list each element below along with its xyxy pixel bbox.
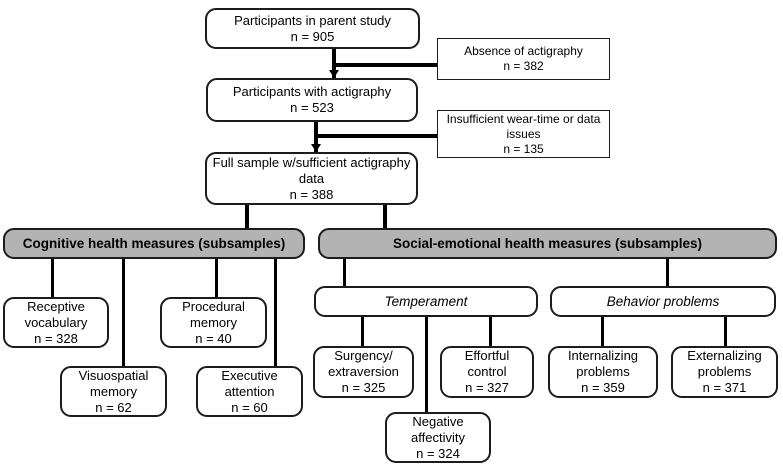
- node-insufficient-wear-time: Insufficient wear-time or data issues n …: [437, 110, 610, 158]
- node-n: n = 382: [503, 59, 544, 73]
- header-social-emotional-measures: Social-emotional health measures (subsam…: [318, 228, 777, 259]
- node-n: n = 62: [95, 399, 132, 415]
- connector-line: [332, 46, 336, 78]
- connector-line: [666, 258, 669, 287]
- connector-line: [343, 258, 346, 287]
- node-negative-affectivity: Negative affectivity n = 324: [385, 412, 491, 463]
- node-parent-study: Participants in parent study n = 905: [205, 8, 420, 49]
- node-label: Internalizing problems: [567, 348, 639, 379]
- node-internalizing-problems: Internalizing problems n = 359: [548, 346, 658, 398]
- node-label: Full sample w/sufficient actigraphy data: [212, 154, 411, 186]
- node-n: n = 523: [290, 100, 334, 115]
- node-label: Surgency/ extraversion: [328, 348, 399, 379]
- node-n: n = 325: [341, 380, 386, 395]
- connector-line: [274, 258, 277, 367]
- connector-line: [724, 316, 727, 347]
- node-n: n = 359: [581, 380, 625, 395]
- header-label: Cognitive health measures (subsamples): [22, 235, 286, 251]
- arrowhead-down-icon: [329, 70, 339, 78]
- node-label: Visuospatial memory: [78, 367, 149, 399]
- header-label: Temperament: [384, 293, 468, 309]
- header-behavior-problems: Behavior problems: [550, 286, 776, 317]
- connector-line: [601, 316, 604, 347]
- node-executive-attention: Executive attention n = 60: [196, 366, 303, 417]
- node-full-sample: Full sample w/sufficient actigraphy data…: [205, 152, 418, 205]
- node-n: n = 135: [503, 141, 544, 156]
- connector-line: [425, 316, 428, 413]
- arrowhead-down-icon: [311, 144, 321, 152]
- node-label: Participants with actigraphy: [232, 84, 392, 99]
- node-procedural-memory: Procedural memory n = 40: [160, 297, 267, 348]
- node-label: Participants in parent study: [234, 12, 391, 28]
- header-cognitive-measures: Cognitive health measures (subsamples): [3, 228, 305, 259]
- connector-line: [122, 258, 125, 367]
- node-n: n = 371: [702, 380, 747, 395]
- connector-line: [489, 316, 492, 347]
- node-label: Externalizing problems: [687, 348, 762, 379]
- connector-line: [215, 258, 218, 298]
- node-externalizing-problems: Externalizing problems n = 371: [671, 346, 778, 398]
- node-label: Effortful control: [464, 348, 510, 379]
- node-receptive-vocabulary: Receptive vocabulary n = 328: [3, 297, 109, 348]
- node-n: n = 327: [465, 380, 509, 395]
- connector-line: [316, 134, 437, 138]
- header-temperament: Temperament: [314, 286, 538, 317]
- node-label: Insufficient wear-time or data issues: [446, 111, 601, 141]
- node-with-actigraphy: Participants with actigraphy n = 523: [206, 78, 418, 122]
- node-n: n = 40: [195, 330, 232, 346]
- header-label: Behavior problems: [606, 293, 720, 309]
- node-n: n = 60: [231, 399, 268, 415]
- connector-line: [245, 204, 249, 229]
- node-n: n = 324: [416, 445, 460, 461]
- node-visuospatial-memory: Visuospatial memory n = 62: [60, 366, 167, 417]
- node-surgency-extraversion: Surgency/ extraversion n = 325: [313, 346, 414, 398]
- header-label: Social-emotional health measures (subsam…: [392, 235, 703, 251]
- connector-line: [383, 204, 387, 229]
- node-label: Executive attention: [221, 367, 278, 399]
- node-label: Negative affectivity: [411, 413, 465, 445]
- connector-line: [334, 63, 437, 67]
- node-n: n = 388: [289, 186, 334, 202]
- node-n: n = 905: [290, 28, 335, 44]
- node-effortful-control: Effortful control n = 327: [440, 346, 534, 398]
- node-label: Procedural memory: [182, 298, 245, 330]
- node-label: Receptive vocabulary: [24, 298, 88, 330]
- node-absence-of-actigraphy: Absence of actigraphy n = 382: [437, 38, 610, 80]
- connector-line: [361, 316, 364, 347]
- node-label: Absence of actigraphy: [464, 44, 583, 58]
- connector-line: [51, 258, 54, 298]
- node-n: n = 328: [34, 330, 78, 346]
